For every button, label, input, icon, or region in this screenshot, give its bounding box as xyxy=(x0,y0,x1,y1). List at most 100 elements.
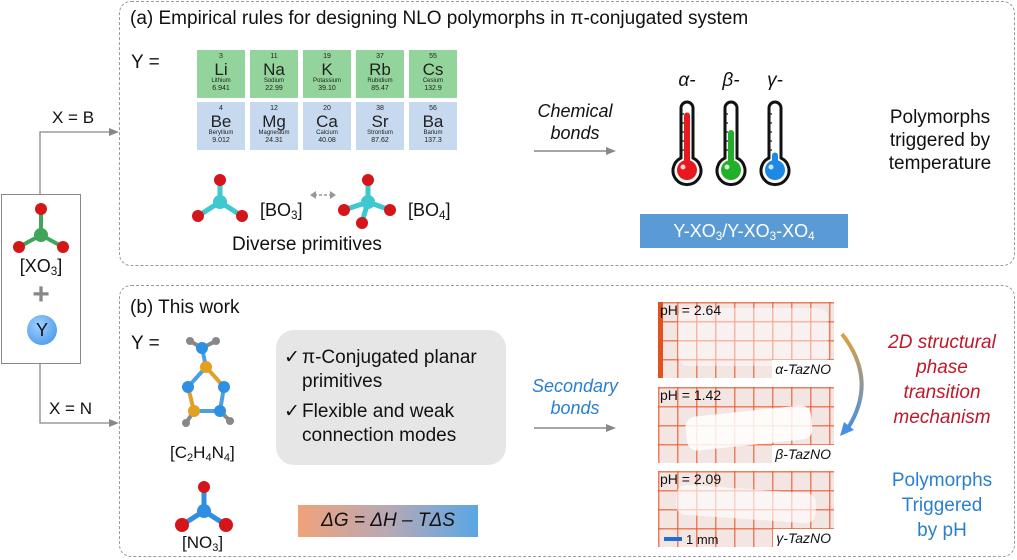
branch-bottom-label: X = N xyxy=(49,399,92,418)
element-name: Barium xyxy=(423,130,443,136)
bo3-molecule-icon xyxy=(192,174,248,222)
ph-result-label: Polymorphs Triggered by pH xyxy=(891,470,993,541)
element-symbol: Be xyxy=(210,112,232,131)
element-weight: 9.012 xyxy=(212,137,230,144)
element-weight: 39.10 xyxy=(318,85,336,92)
element-symbol: Rb xyxy=(369,60,391,79)
thermometer-fill xyxy=(684,112,690,164)
thermometer-fill xyxy=(728,130,734,164)
element-weight: 85.47 xyxy=(371,85,389,92)
element-number: 4 xyxy=(219,105,223,112)
element-weight: 22.99 xyxy=(265,85,283,92)
element-weight: 132.9 xyxy=(424,85,442,92)
bo3-label: [BO3] xyxy=(260,200,303,222)
ph-label: pH = 1.42 xyxy=(660,387,722,403)
element-number: 12 xyxy=(270,105,278,112)
c2h4n4-label: [C2H4N4] xyxy=(170,443,235,464)
element-symbol: Na xyxy=(263,60,285,79)
formula-box: Y-XO3/Y-XO3-XO4 xyxy=(640,214,848,248)
thermometer-icon xyxy=(759,100,791,187)
thermometer-label: α- xyxy=(678,70,696,91)
xo3-molecule-icon xyxy=(13,203,69,253)
bo4-molecule-icon xyxy=(338,174,396,229)
panel-a-y-equals: Y = xyxy=(131,52,160,73)
branch-connectors xyxy=(39,128,119,427)
element-name: Strontium xyxy=(367,130,393,136)
element-name: Lithium xyxy=(211,78,231,84)
element-number: 55 xyxy=(429,53,437,60)
polymorph-label: β-TazNO xyxy=(772,445,834,463)
element-symbol: Cs xyxy=(422,60,444,79)
panel-a-title: (a) Empirical rules for designing NLO po… xyxy=(130,8,749,29)
element-name: Rubidium xyxy=(367,78,393,84)
no3-molecule-icon xyxy=(175,481,233,532)
double-arrow-icon xyxy=(310,191,336,199)
panel-a xyxy=(119,1,1015,266)
element-symbol: Mg xyxy=(262,112,286,131)
element-name: Beryllium xyxy=(208,130,234,136)
thermometer-icon xyxy=(671,100,703,187)
crystal-photo-gamma: pH = 2.09 1 mm γ-TazNO xyxy=(658,471,834,547)
element-number: 20 xyxy=(323,105,331,112)
element-symbol: Li xyxy=(214,60,228,79)
element-name: Calcium xyxy=(316,130,338,136)
element-number: 19 xyxy=(323,53,331,60)
scale-bar xyxy=(664,537,682,541)
element-number: 37 xyxy=(376,53,384,60)
plus-icon: + xyxy=(32,278,50,311)
crystal-photo-alpha: pH = 2.64 α-TazNO xyxy=(658,302,834,378)
element-name: Cesium xyxy=(422,78,444,84)
element-symbol: Sr xyxy=(371,112,389,131)
polymorph-label: γ-TazNO xyxy=(773,529,834,547)
bo4-label: [BO4] xyxy=(408,200,451,222)
element-symbol: K xyxy=(321,60,333,79)
temperature-result: Polymorphs triggered by temperature xyxy=(888,107,992,174)
mechanism-label: 2D structural phase transition mechanism xyxy=(888,332,996,428)
check-icon: ✓ xyxy=(284,401,300,422)
gibbs-equation: ΔG = ΔH – TΔS xyxy=(298,505,478,537)
primitives-caption: Diverse primitives xyxy=(232,234,382,255)
ph-label: pH = 2.64 xyxy=(660,302,722,318)
crystal-photo-beta: pH = 1.42 β-TazNO xyxy=(658,387,834,463)
panel-b-y-equals: Y = xyxy=(131,333,160,354)
element-name: Sodium xyxy=(263,78,285,84)
panel-b xyxy=(119,285,1015,557)
element-weight: 87.62 xyxy=(371,137,389,144)
arrow-right-icon xyxy=(534,147,616,155)
scale-bar-label: 1 mm xyxy=(686,532,719,547)
arrow-right-icon xyxy=(534,424,616,432)
element-symbol: Ca xyxy=(316,112,338,131)
y-circle: Y xyxy=(27,315,57,345)
branch-top-label: X = B xyxy=(52,108,95,127)
thermometer-icon xyxy=(715,100,747,187)
ph-label: pH = 2.09 xyxy=(660,471,722,487)
xo3-label: [XO3] xyxy=(19,256,63,278)
element-number: 3 xyxy=(219,53,223,60)
element-weight: 137.3 xyxy=(424,137,442,144)
element-weight: 24.31 xyxy=(265,137,283,144)
curved-arrow-icon xyxy=(840,332,864,436)
no3-label: [NO3] xyxy=(182,533,224,554)
panel-b-title: (b) This work xyxy=(130,297,240,318)
element-weight: 40.08 xyxy=(318,137,336,144)
element-symbol: Ba xyxy=(422,112,444,131)
thermometer-label: γ- xyxy=(767,70,783,91)
element-number: 11 xyxy=(270,53,278,60)
element-weight: 6.941 xyxy=(212,85,230,92)
polymorph-label: α-TazNO xyxy=(772,360,834,378)
aminotetrazole-molecule-icon xyxy=(182,337,234,427)
element-number: 56 xyxy=(429,105,437,112)
secondary-bonds-label: Secondary bonds xyxy=(531,376,619,418)
